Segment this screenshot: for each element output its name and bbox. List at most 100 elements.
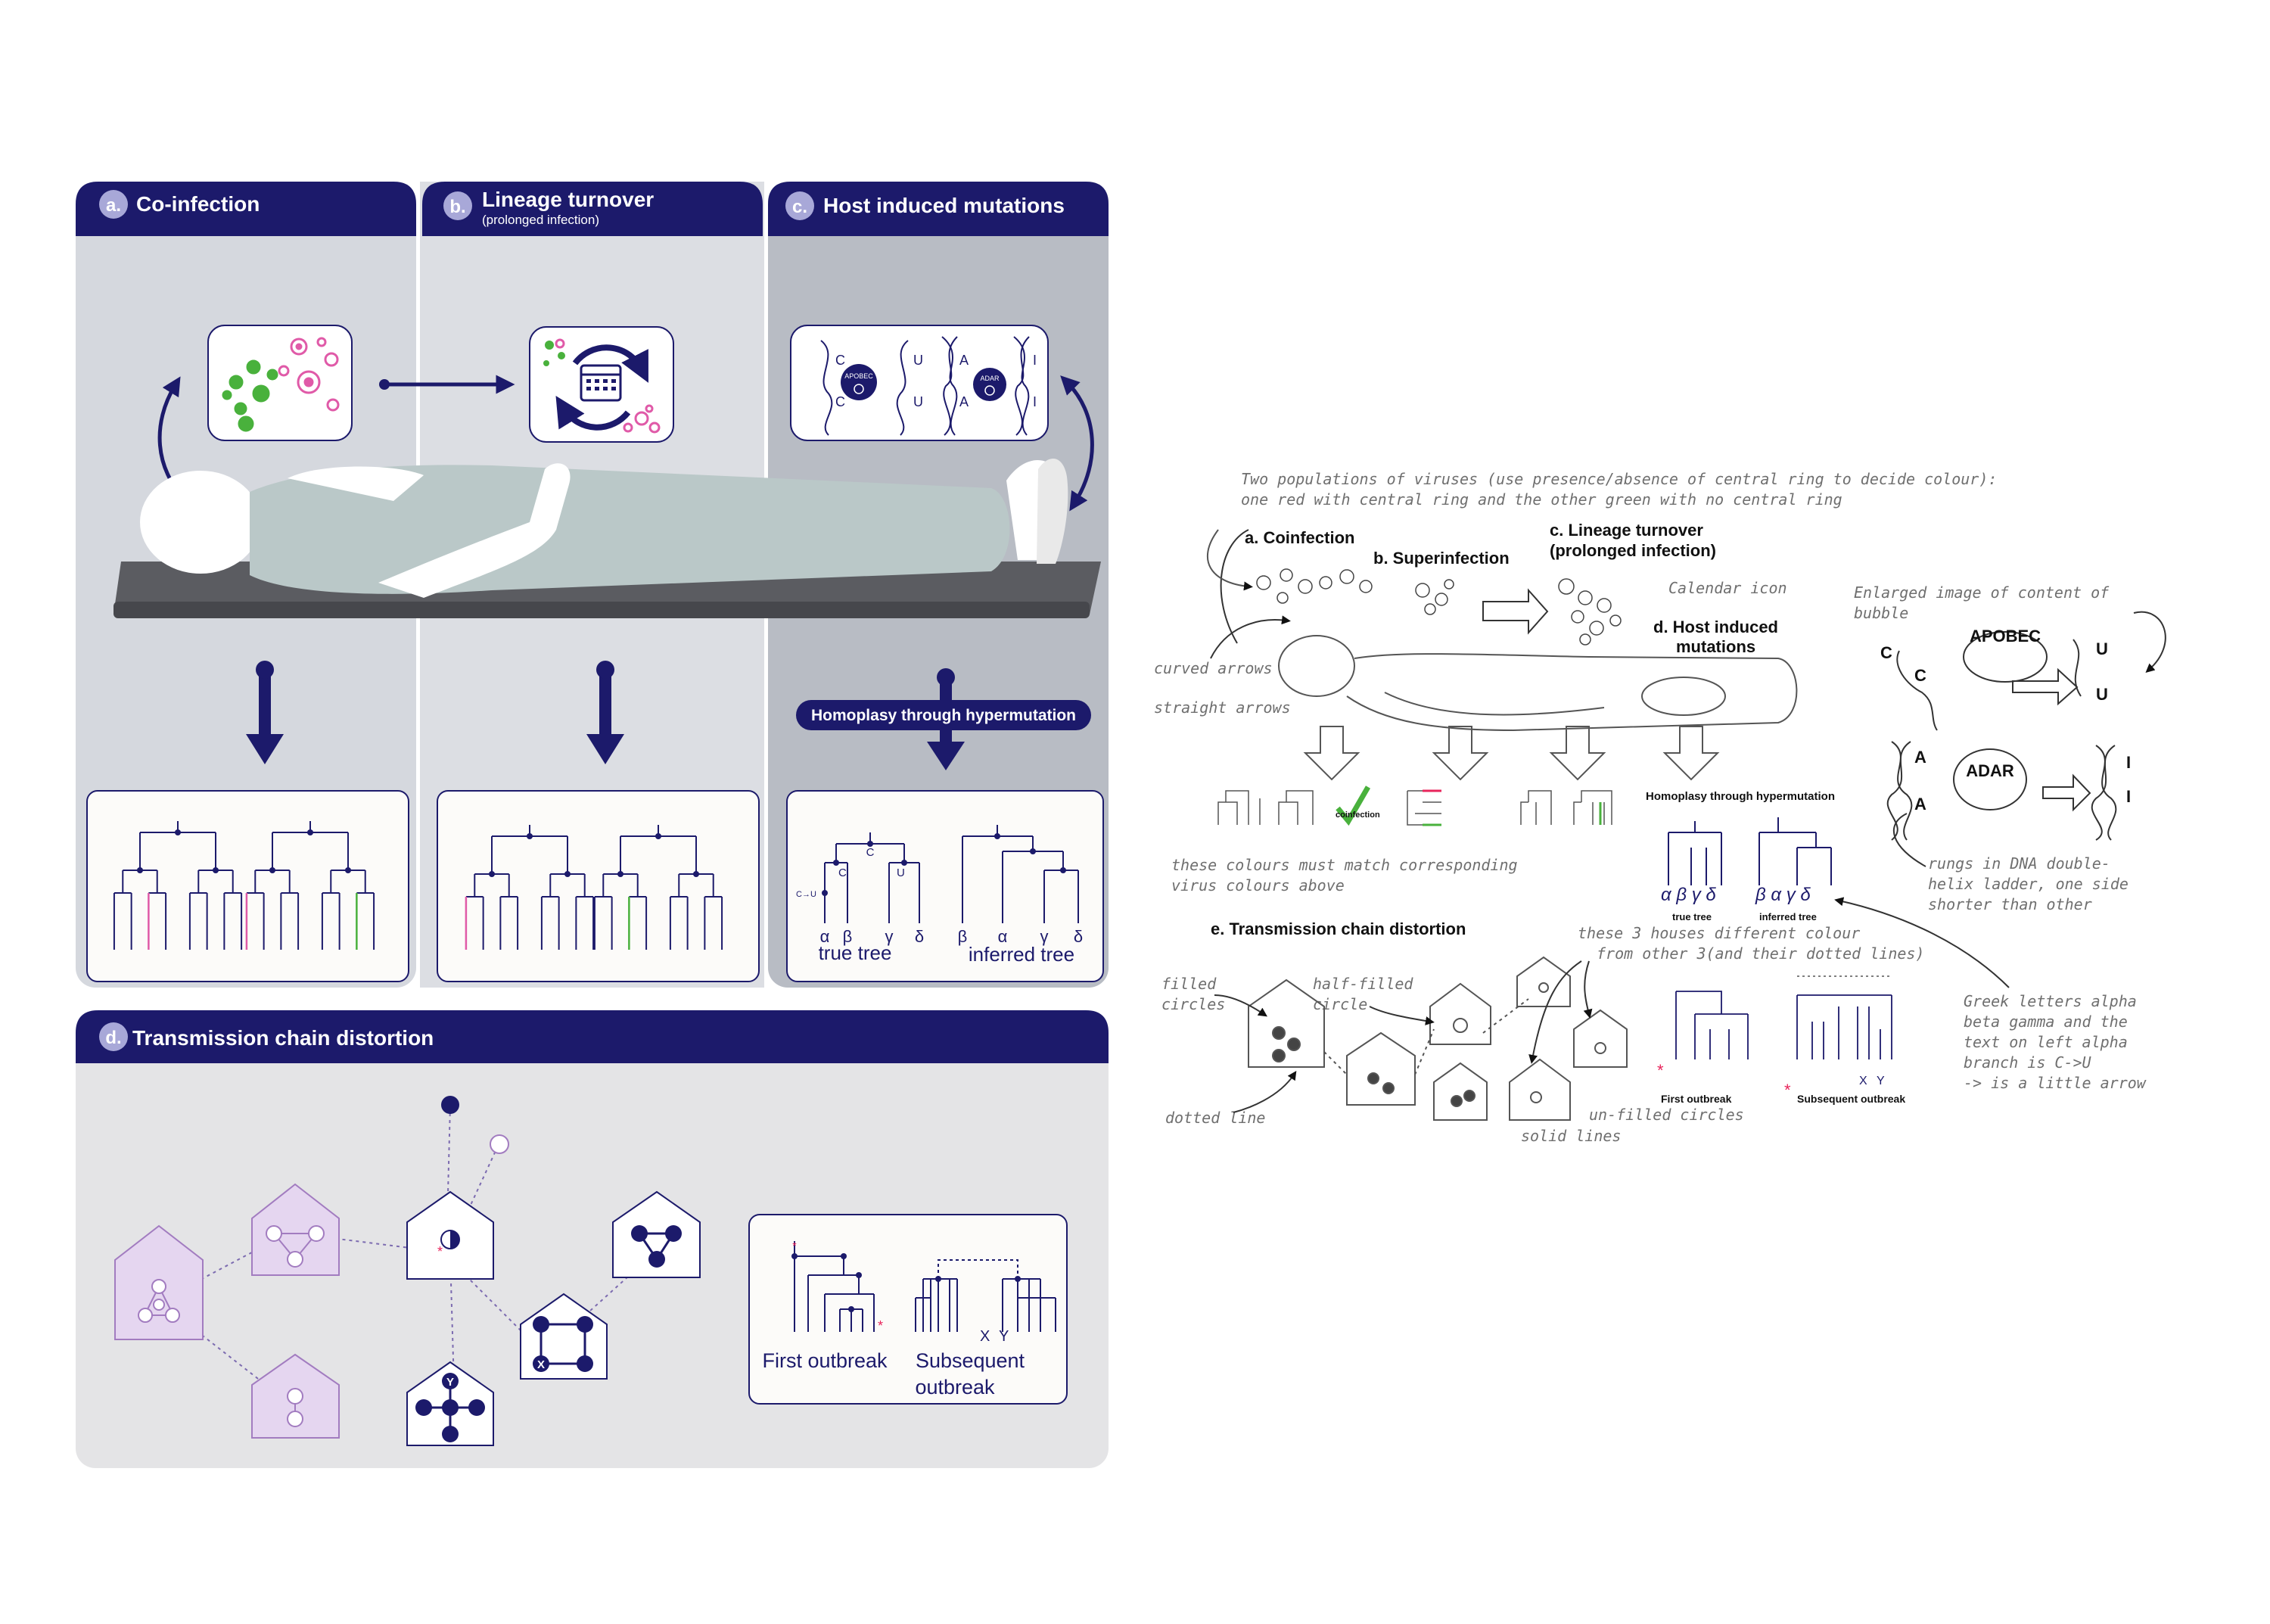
greek-letter: β <box>843 927 853 946</box>
note-dotted-line: dotted line <box>1165 1109 1265 1127</box>
note-filled: circles <box>1161 995 1225 1013</box>
panel-a-title: Co-infection <box>136 192 260 216</box>
panel-a-header: a. Co-infection <box>76 182 416 236</box>
note-houses: from other 3(and their dotted lines) <box>1597 944 1924 963</box>
transmission-network: * X Y <box>114 1096 701 1446</box>
note-colours-match: virus colours above <box>1171 876 1345 894</box>
note-enlarged: bubble <box>1854 604 1908 622</box>
dna-helix-icon <box>1013 336 1030 436</box>
panel-d-letter: d. <box>105 1028 121 1048</box>
note-unfilled: un-filled circles <box>1589 1106 1744 1124</box>
greek-letter: γ <box>885 927 894 946</box>
note-rungs: shorter than other <box>1928 895 2092 913</box>
outbreak-trees <box>791 1241 1056 1332</box>
green-virus-icon <box>543 341 565 366</box>
note-greek-letters: -> is a little arrow <box>1964 1074 2147 1092</box>
sketch-straight-arrow <box>1482 588 1549 635</box>
sketch-homoplasy: Homoplasy through hypermutation <box>1646 790 1835 803</box>
sketch-base-u: U <box>2096 685 2108 704</box>
sketch-true-tree-label: true tree <box>1672 911 1712 922</box>
cycle-arrow-icon <box>572 344 648 383</box>
inferred-tree <box>962 825 1079 923</box>
true-tree-label: true tree <box>819 941 892 964</box>
note-curved-arrows: curved arrows <box>1154 659 1273 677</box>
coinfection-bubble <box>207 325 353 441</box>
sketch-title-e: e. Transmission chain distortion <box>1211 919 1466 938</box>
svg-text:*: * <box>1784 1081 1791 1100</box>
down-arrow <box>246 661 284 764</box>
sketch-curved-arrow <box>1206 529 1253 591</box>
apobec-enzyme-icon <box>841 364 877 400</box>
greek-letter: δ <box>1074 927 1083 946</box>
filled-circle <box>441 1096 459 1114</box>
outbreak-tree-box <box>748 1214 1068 1405</box>
greek-letter: β <box>958 927 968 946</box>
dna-helix-icon <box>941 336 958 436</box>
house-lavender <box>251 1183 340 1276</box>
pink-virus-icon <box>278 337 340 412</box>
house-lavender <box>251 1353 340 1439</box>
base-c-label: C <box>835 353 845 368</box>
house-navy: Y <box>406 1361 494 1446</box>
mutation-label: C→U <box>796 890 816 899</box>
sketch-base-i: I <box>2126 787 2131 806</box>
note-colours-match: these colours must match corresponding <box>1171 856 1518 874</box>
sketch-patient <box>1278 635 1798 732</box>
homoplasy-banner: Homoplasy through hypermutation <box>796 700 1091 730</box>
base-c-label: C <box>866 846 875 859</box>
panel-c-header: c. Host induced mutations <box>768 182 1109 236</box>
patient-illustration <box>114 459 1101 618</box>
base-u-label: U <box>913 394 923 409</box>
first-outbreak-label: First outbreak <box>762 1349 888 1372</box>
subsequent-outbreak-label: Subsequent <box>916 1349 1025 1372</box>
sketch-y-label: Y <box>1877 1075 1885 1087</box>
sketch-base-c: C <box>1914 666 1926 685</box>
base-c-label: C <box>835 394 845 409</box>
note-virus-populations: one red with central ring and the other … <box>1241 490 1842 509</box>
homoplasy-label: Homoplasy through hypermutation <box>811 707 1076 724</box>
sketch-apobec: APOBEC <box>1970 627 2041 646</box>
sketch-greek-labels: α β γ δ <box>1661 885 1716 905</box>
base-u-label: U <box>913 353 923 368</box>
panel-d-title: Transmission chain distortion <box>132 1026 434 1050</box>
sketch-coinfection-small: coinfection <box>1336 810 1380 820</box>
note-straight-arrows: straight arrows <box>1154 698 1291 717</box>
sketch-x-label: X <box>1859 1075 1867 1087</box>
svg-text:*: * <box>792 1240 797 1252</box>
curved-arrow <box>1060 375 1094 512</box>
sketch-outbreak-trees <box>1675 991 1892 1059</box>
sketch-inferred-tree-label: inferred tree <box>1759 911 1817 922</box>
sketch-subsequent-outbreak: Subsequent outbreak <box>1797 1093 1905 1105</box>
svg-text:*: * <box>878 1318 883 1333</box>
sketch-first-outbreak: First outbreak <box>1661 1093 1732 1105</box>
house-navy: * <box>406 1190 494 1280</box>
note-solid-lines: solid lines <box>1521 1127 1621 1145</box>
sketch-down-arrow <box>1303 726 1720 781</box>
house-navy <box>612 1190 701 1278</box>
tree-box-b <box>437 790 760 982</box>
sketch-adar: ADAR <box>1966 761 2014 780</box>
base-c-label: C <box>838 866 847 879</box>
sketch-curved-arrow <box>1210 615 1291 659</box>
host-mutation-bubble: C C APOBEC U U A A ADAR I I <box>790 325 1049 441</box>
half-filled-circle <box>450 1230 459 1249</box>
house-navy: X <box>520 1293 608 1380</box>
panel-b-title: Lineage turnover <box>482 188 654 211</box>
green-virus-icon <box>222 359 278 432</box>
sketch-true-tree <box>1668 817 1832 885</box>
greek-letter: α <box>998 927 1008 946</box>
panel-b-subtitle: (prolonged infection) <box>482 213 599 227</box>
calendar-icon <box>580 364 622 402</box>
greek-letter: δ <box>915 927 924 946</box>
base-u-label: U <box>897 866 905 879</box>
svg-text:*: * <box>1657 1061 1664 1080</box>
note-houses: these 3 houses different colour <box>1578 924 1860 942</box>
sketch-title-c: c. Lineage turnover <box>1550 521 1703 540</box>
note-enlarged: Enlarged image of content of <box>1854 583 2110 602</box>
coinfection-tree <box>113 821 375 950</box>
apobec-label: APOBEC <box>844 372 873 380</box>
svg-text:*: * <box>437 1244 443 1259</box>
lineage-turnover-bubble <box>529 326 674 443</box>
